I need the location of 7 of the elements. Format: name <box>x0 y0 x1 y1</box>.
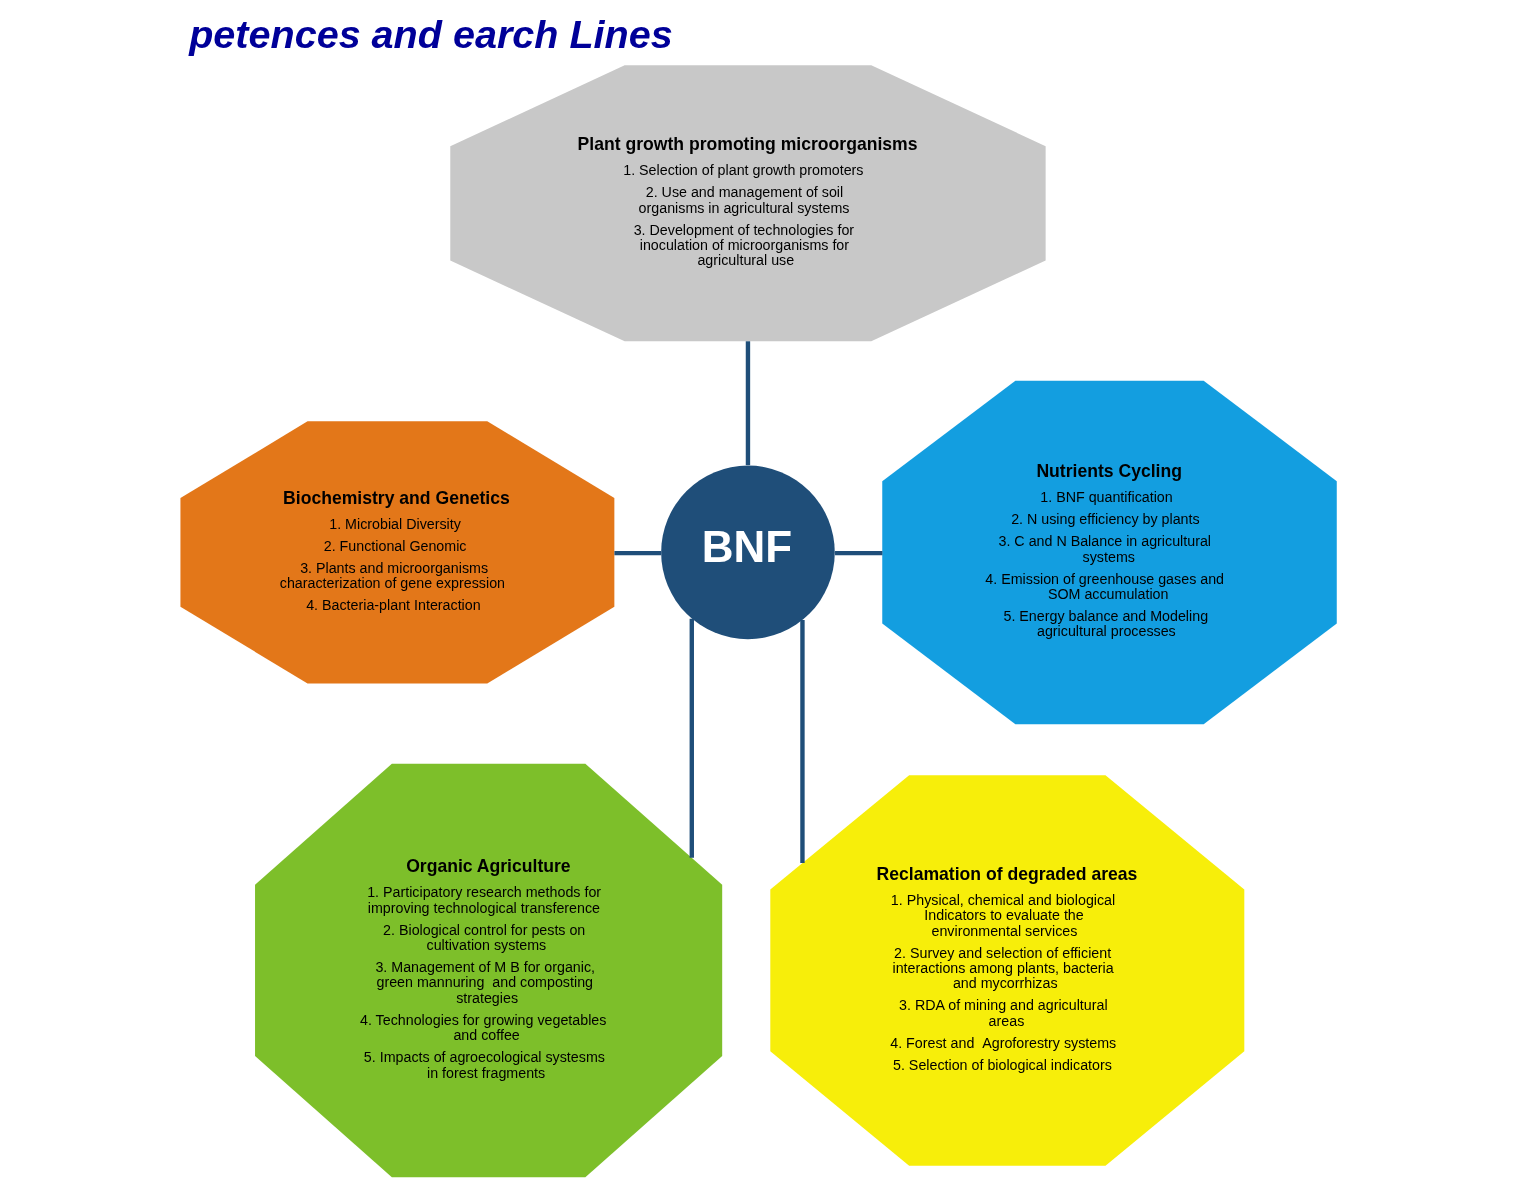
diagram-title: petences and earch Lines <box>188 11 673 56</box>
connector <box>689 618 694 858</box>
connector <box>745 341 750 466</box>
connector <box>799 620 805 863</box>
node-circle: BNF <box>660 465 835 640</box>
connector <box>613 550 661 556</box>
connector <box>834 550 882 556</box>
